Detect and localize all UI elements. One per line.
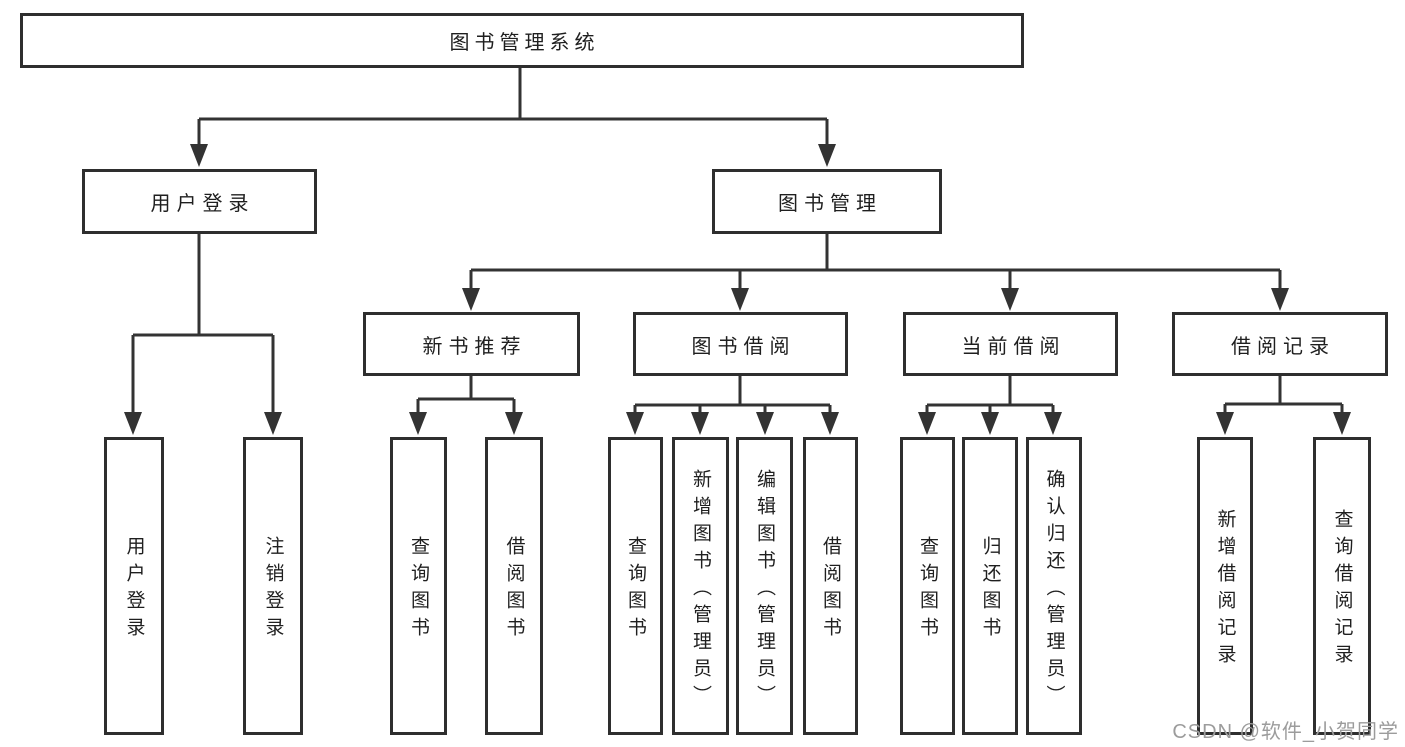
leaf-add-borrow-record: 新增借阅记录: [1197, 437, 1253, 735]
leaf-label: 新增借阅记录: [1214, 509, 1236, 671]
leaf-return-book: 归还图书: [962, 437, 1018, 735]
leaf-label: 借阅图书: [503, 536, 525, 644]
leaf-label: 用户登录: [123, 536, 145, 644]
node-user-login: 用户登录: [82, 169, 317, 234]
leaf-edit-book-admin: 编辑图书（管理员）: [736, 437, 793, 735]
leaf-label: 查询图书: [625, 536, 646, 644]
node-current-borrow: 当前借阅: [903, 312, 1118, 376]
leaf-label: 注销登录: [262, 536, 284, 644]
leaf-label: 归还图书: [979, 536, 1001, 644]
node-label: 图书管理: [778, 193, 882, 215]
node-new-book-recommend: 新书推荐: [363, 312, 580, 376]
arrowheads-current-borrow-to-leaves: [918, 412, 1062, 435]
leaf-label: 查询图书: [917, 536, 938, 644]
node-label: 图书管理系统: [449, 32, 600, 54]
leaf-query-borrow-record: 查询借阅记录: [1313, 437, 1371, 735]
arrowheads-user-login-to-leaves: [124, 412, 282, 435]
connector-records-to-leaves: [1223, 375, 1344, 414]
leaf-query-books-borrow: 查询图书: [608, 437, 663, 735]
connector-borrow-to-leaves: [633, 375, 832, 414]
leaf-borrow-books: 借阅图书: [803, 437, 858, 735]
leaf-label: 确认归还（管理员）: [1043, 468, 1065, 712]
leaf-label: 借阅图书: [820, 536, 841, 644]
arrowheads-root-to-level2: [190, 144, 836, 167]
leaf-user-login: 用户登录: [104, 437, 164, 735]
leaf-label: 查询借阅记录: [1331, 509, 1353, 671]
connector-current-borrow-to-leaves: [925, 375, 1055, 414]
leaf-add-book-admin: 新增图书（管理员）: [672, 437, 729, 735]
node-label: 用户登录: [150, 193, 255, 215]
leaf-logout: 注销登录: [243, 437, 303, 735]
csdn-watermark: CSDN @软件_小贺同学: [1172, 721, 1399, 743]
connector-recommend-to-leaves: [416, 375, 516, 414]
leaf-label: 新增图书（管理员）: [690, 468, 711, 712]
leaf-label: 编辑图书（管理员）: [754, 468, 775, 712]
arrowheads-records-to-leaves: [1216, 412, 1351, 435]
node-book-borrow: 图书借阅: [633, 312, 848, 376]
arrowheads-borrow-to-leaves: [626, 412, 839, 435]
leaf-query-books-current: 查询图书: [900, 437, 955, 735]
node-label: 图书借阅: [691, 335, 796, 358]
arrowheads-recommend-to-leaves: [409, 412, 523, 435]
node-book-management: 图书管理: [712, 169, 942, 234]
connector-user-login-to-leaves: [131, 233, 275, 414]
node-label: 当前借阅: [961, 335, 1066, 358]
node-root-system: 图书管理系统: [20, 13, 1024, 68]
node-label: 新书推荐: [422, 335, 527, 358]
arrowheads-book-management-to-groups: [462, 288, 1289, 311]
node-label: 借阅记录: [1231, 335, 1335, 358]
node-borrow-records: 借阅记录: [1172, 312, 1388, 376]
leaf-label: 查询图书: [408, 536, 429, 644]
connector-root-to-level2: [197, 66, 829, 146]
connector-book-management-to-groups: [469, 233, 1282, 291]
leaf-borrow-books-recommend: 借阅图书: [485, 437, 543, 735]
leaf-confirm-return-admin: 确认归还（管理员）: [1026, 437, 1082, 735]
leaf-query-books-recommend: 查询图书: [390, 437, 447, 735]
